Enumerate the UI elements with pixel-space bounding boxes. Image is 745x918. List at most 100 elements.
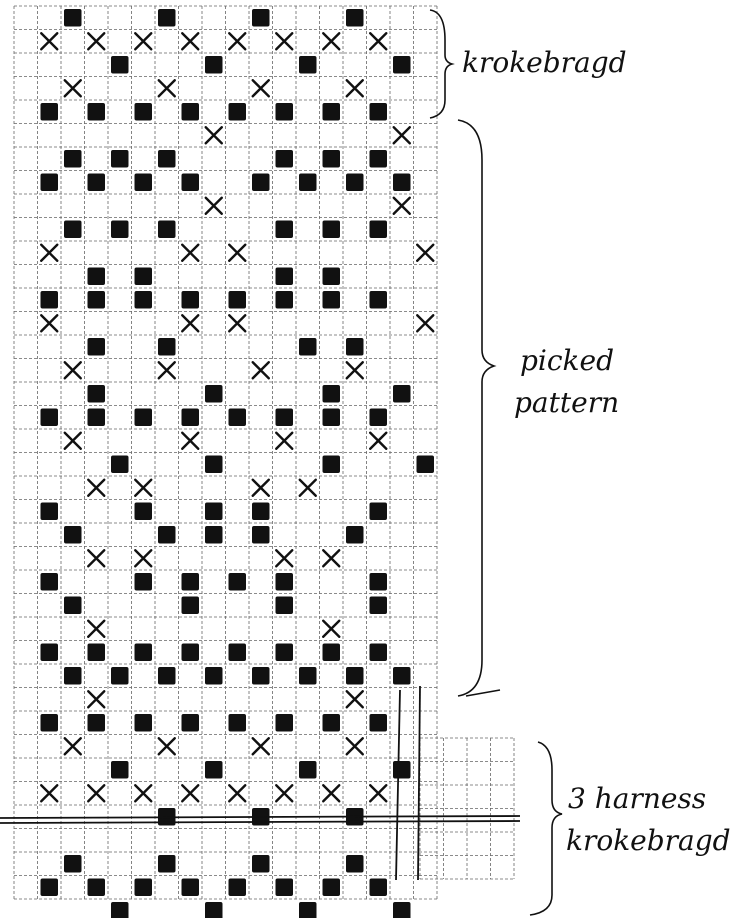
- filled-square: [276, 221, 294, 239]
- filled-square: [229, 714, 247, 732]
- filled-square: [323, 291, 341, 309]
- filled-square: [41, 644, 59, 662]
- filled-square: [370, 503, 388, 521]
- label-krokebragd-top: krokebragd: [462, 46, 627, 79]
- filled-square: [299, 667, 317, 685]
- filled-square: [111, 761, 129, 779]
- filled-square: [370, 879, 388, 897]
- filled-square: [135, 573, 153, 591]
- cross-mark: [323, 785, 339, 801]
- filled-square: [41, 174, 59, 192]
- filled-square: [370, 644, 388, 662]
- filled-square: [346, 526, 364, 544]
- filled-square: [252, 174, 270, 192]
- cross-mark: [182, 433, 198, 449]
- label-picked: picked: [520, 344, 614, 377]
- filled-square: [323, 879, 341, 897]
- filled-square: [346, 667, 364, 685]
- filled-square: [158, 855, 176, 873]
- cross-mark: [41, 315, 57, 331]
- cross-mark: [135, 480, 151, 496]
- filled-square: [205, 667, 223, 685]
- cross-mark: [370, 785, 386, 801]
- filled-square: [393, 385, 411, 403]
- cross-mark: [229, 315, 245, 331]
- filled-square: [370, 409, 388, 427]
- filled-square: [276, 291, 294, 309]
- filled-square: [158, 9, 176, 27]
- filled-square: [205, 503, 223, 521]
- filled-square: [393, 174, 411, 192]
- filled-square: [182, 409, 200, 427]
- filled-square: [346, 174, 364, 192]
- filled-square: [158, 338, 176, 356]
- filled-square: [252, 503, 270, 521]
- label-3-harness: 3 harness: [568, 782, 706, 815]
- cross-mark: [88, 785, 104, 801]
- cross-mark: [182, 33, 198, 49]
- filled-square: [111, 150, 129, 168]
- filled-square: [276, 409, 294, 427]
- filled-square: [276, 150, 294, 168]
- cross-mark: [182, 315, 198, 331]
- filled-square: [370, 291, 388, 309]
- cross-mark: [276, 433, 292, 449]
- filled-square: [64, 526, 82, 544]
- filled-square: [182, 573, 200, 591]
- filled-square: [252, 526, 270, 544]
- filled-square: [417, 456, 435, 474]
- cross-mark: [88, 33, 104, 49]
- rule-horizontal-2: [0, 821, 520, 823]
- cross-mark: [370, 433, 386, 449]
- cross-mark: [65, 433, 81, 449]
- filled-square: [276, 644, 294, 662]
- filled-square: [229, 103, 247, 121]
- filled-square: [299, 761, 317, 779]
- filled-square: [323, 644, 341, 662]
- filled-square: [323, 150, 341, 168]
- filled-square: [276, 714, 294, 732]
- grid-paper: [14, 6, 514, 899]
- cross-mark: [41, 33, 57, 49]
- filled-square: [370, 714, 388, 732]
- filled-square: [229, 291, 247, 309]
- cross-mark: [182, 785, 198, 801]
- filled-square: [323, 103, 341, 121]
- filled-square: [229, 879, 247, 897]
- filled-square: [346, 855, 364, 873]
- filled-square: [41, 503, 59, 521]
- filled-square: [111, 456, 129, 474]
- filled-square: [323, 456, 341, 474]
- filled-square: [111, 56, 129, 74]
- filled-square: [111, 902, 129, 918]
- filled-square: [276, 268, 294, 286]
- cross-mark: [88, 550, 104, 566]
- cross-mark: [394, 127, 410, 143]
- filled-square: [393, 761, 411, 779]
- cross-mark: [417, 245, 433, 261]
- cross-mark: [65, 362, 81, 378]
- bracket-top: [430, 10, 452, 118]
- cross-mark: [65, 738, 81, 754]
- filled-square: [393, 56, 411, 74]
- filled-square: [135, 268, 153, 286]
- cross-mark: [135, 550, 151, 566]
- cross-mark: [206, 127, 222, 143]
- filled-square: [135, 409, 153, 427]
- cross-mark: [253, 362, 269, 378]
- filled-square: [276, 103, 294, 121]
- filled-square: [182, 174, 200, 192]
- filled-square: [111, 221, 129, 239]
- cross-mark: [276, 785, 292, 801]
- filled-square: [205, 761, 223, 779]
- filled-square: [64, 667, 82, 685]
- filled-square: [88, 644, 106, 662]
- cross-mark: [159, 362, 175, 378]
- filled-square: [88, 291, 106, 309]
- filled-square: [182, 879, 200, 897]
- filled-square: [41, 879, 59, 897]
- filled-square: [182, 103, 200, 121]
- filled-square: [64, 221, 82, 239]
